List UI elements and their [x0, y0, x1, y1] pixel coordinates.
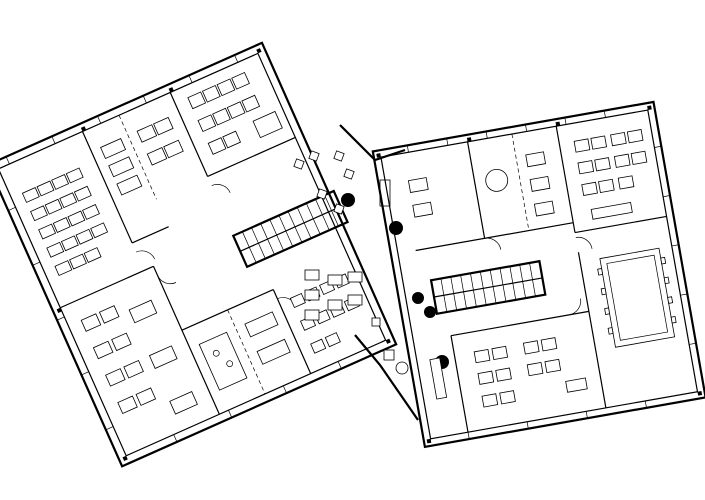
door-swing-icon — [136, 184, 297, 306]
staircase-icon — [429, 259, 547, 316]
desk-cluster-c — [187, 71, 283, 155]
desk-cluster-i — [429, 337, 588, 408]
desk-cluster-a — [21, 167, 109, 276]
link-corridor-walls — [339, 124, 419, 421]
table-icon — [304, 179, 409, 375]
west-wing-window-marks — [5, 54, 342, 443]
east-wing — [371, 100, 705, 449]
door-swing-icon — [484, 236, 593, 316]
conference-table — [597, 247, 677, 348]
east-wing-partitions — [415, 126, 667, 433]
west-wing-partitions — [60, 92, 312, 415]
west-wing — [0, 41, 398, 468]
east-wing-window-marks — [406, 110, 697, 440]
desk-cluster-f — [289, 273, 360, 354]
chair-icon — [293, 150, 355, 215]
desk-cluster-h — [573, 129, 648, 220]
east-wing-columns — [376, 105, 703, 444]
east-wing-inner-wall — [380, 109, 699, 440]
desk-cluster-d — [80, 299, 198, 415]
west-wing-columns — [56, 48, 391, 462]
plant-icon — [341, 193, 449, 369]
desk-cluster-e — [198, 311, 291, 391]
west-core — [231, 150, 449, 375]
staircase-icon — [231, 189, 350, 269]
desk-cluster-g — [407, 151, 555, 218]
desk-cluster-b — [100, 116, 184, 196]
east-wing-outer-wall — [371, 100, 705, 449]
